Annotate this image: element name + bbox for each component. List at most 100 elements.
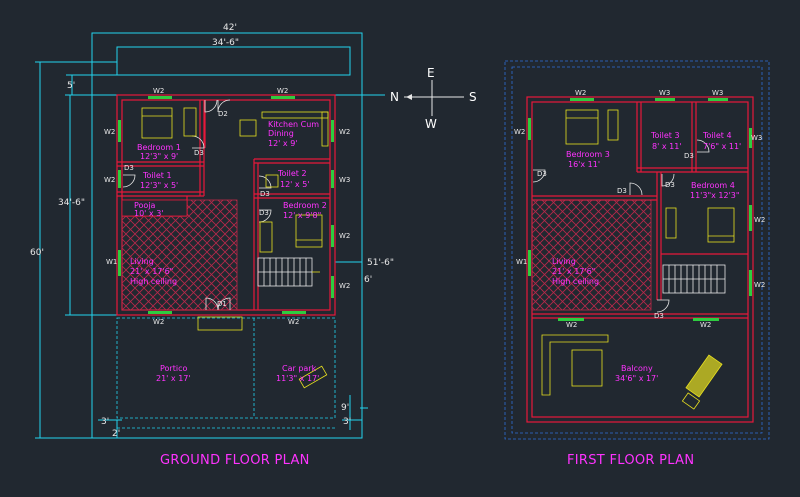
lounge-chair bbox=[685, 354, 723, 398]
tag-w3: W3 bbox=[712, 89, 723, 97]
tag-w2: W2 bbox=[277, 87, 288, 95]
window-w2 bbox=[282, 311, 306, 314]
first-staircase bbox=[662, 264, 726, 294]
first-living-label: Living bbox=[552, 257, 576, 266]
dim-building-width: 34'-6" bbox=[212, 38, 239, 48]
toilet1-size: 12'3" x 5' bbox=[140, 181, 178, 190]
dim-bottom-left-b: 2' bbox=[112, 429, 120, 439]
door-d3 bbox=[258, 175, 272, 189]
kitchen-label-2: Dining bbox=[268, 129, 294, 138]
tag-w1: W1 bbox=[106, 258, 117, 266]
dim-right-offset: 51'-6" bbox=[367, 258, 394, 268]
setback-outline bbox=[116, 46, 351, 76]
bedroom2-label: Bedroom 2 bbox=[283, 201, 327, 210]
living-label: Living bbox=[130, 257, 154, 266]
tag-w2: W2 bbox=[104, 176, 115, 184]
tag-d3: D3 bbox=[684, 152, 694, 160]
pooja-label: Pooja bbox=[134, 201, 156, 210]
bedroom2-size: 12' x 9'8" bbox=[283, 211, 321, 220]
tag-w2: W2 bbox=[104, 128, 115, 136]
toilet2-label: Toilet 2 bbox=[277, 169, 307, 178]
first-plot-outline bbox=[504, 60, 770, 440]
wardrobe bbox=[665, 207, 677, 239]
door-d3 bbox=[656, 299, 670, 313]
tag-d3: D3 bbox=[260, 190, 270, 198]
tag-w2: W2 bbox=[754, 281, 765, 289]
first-living-note: High ceiling bbox=[552, 277, 599, 286]
compass-arrow-icon bbox=[406, 94, 412, 100]
dim-overall-depth: 60' bbox=[30, 248, 44, 258]
window-w2 bbox=[558, 318, 584, 321]
balcony-sofa bbox=[541, 334, 609, 396]
tag-w2: W2 bbox=[339, 282, 350, 290]
toilet1-label: Toilet 1 bbox=[142, 171, 172, 180]
window-w2 bbox=[331, 276, 334, 298]
dim-overall-width: 42' bbox=[223, 23, 237, 33]
tag-w3: W3 bbox=[659, 89, 670, 97]
compass-rose: N E S W bbox=[390, 66, 477, 131]
toilet3-size: 8' x 11' bbox=[652, 142, 682, 151]
dim-bottom-left-a: 3' bbox=[101, 417, 109, 427]
tag-w2: W2 bbox=[575, 89, 586, 97]
window-w3 bbox=[708, 98, 728, 101]
tag-d1: D1 bbox=[217, 300, 227, 308]
ground-outer-wall bbox=[116, 94, 336, 316]
toilet4-size: 7'6" x 11' bbox=[703, 142, 741, 151]
first-doors bbox=[532, 139, 710, 313]
window-w2 bbox=[331, 225, 334, 247]
first-floor-plan: Bedroom 3 16'x 11' Toilet 3 8' x 11' Toi… bbox=[504, 60, 770, 468]
window-w3 bbox=[331, 170, 334, 188]
toilet4-label: Toilet 4 bbox=[702, 131, 732, 140]
wardrobe bbox=[607, 109, 619, 141]
dining-table bbox=[239, 119, 257, 137]
tag-w3: W3 bbox=[339, 176, 350, 184]
ground-floor-title: GROUND FLOOR PLAN bbox=[160, 453, 310, 468]
first-living-hatch bbox=[531, 199, 652, 311]
window-w3 bbox=[655, 98, 675, 101]
compass-west: W bbox=[425, 117, 437, 131]
tag-d3: D3 bbox=[124, 164, 134, 172]
window-w2 bbox=[148, 96, 172, 99]
window-w2 bbox=[118, 120, 121, 142]
ground-tags: W2 W2 W2 W2 W2 W3 W1 W2 W2 W2 W2 D2 D3 D… bbox=[104, 87, 350, 326]
tag-w2: W2 bbox=[339, 128, 350, 136]
compass-east: E bbox=[427, 66, 435, 80]
living-note: High ceiling bbox=[130, 277, 177, 286]
bed-bedroom2 bbox=[295, 214, 323, 248]
balcony-size: 34'6" x 17' bbox=[615, 374, 658, 383]
ground-staircase bbox=[257, 257, 320, 287]
dim-setback-top: 5' bbox=[67, 81, 75, 91]
ground-living-hatch bbox=[121, 199, 238, 311]
tag-w2: W2 bbox=[514, 128, 525, 136]
dim-bottom-right-a: 9' bbox=[341, 403, 349, 413]
ground-dimensions bbox=[35, 32, 385, 439]
window-w2 bbox=[749, 205, 752, 231]
tag-d3: D3 bbox=[617, 187, 627, 195]
dim-bottom-right-b: 3' bbox=[343, 417, 351, 427]
balcony-label: Balcony bbox=[621, 364, 653, 373]
tag-w2: W2 bbox=[288, 318, 299, 326]
window-w3 bbox=[749, 128, 752, 148]
window-w2 bbox=[528, 118, 531, 140]
bedroom4-size: 11'3"x 12'3" bbox=[690, 191, 740, 200]
ground-furniture bbox=[141, 107, 329, 389]
door-d3 bbox=[696, 139, 710, 153]
coffee-table bbox=[571, 349, 603, 387]
ground-floor-plan: Bedroom 1 12'3" x 9' Kitchen Cum Dining … bbox=[30, 23, 394, 468]
kitchen-size: 12' x 9' bbox=[268, 139, 298, 148]
window-w2 bbox=[118, 170, 121, 188]
living-size: 21' x 17'6" bbox=[130, 267, 173, 276]
tag-d3: D3 bbox=[654, 312, 664, 320]
door-d3 bbox=[532, 169, 546, 183]
ground-portico-area bbox=[116, 317, 336, 429]
tag-d3: D3 bbox=[665, 181, 675, 189]
compass-south: S bbox=[469, 90, 477, 104]
tag-d3: D3 bbox=[194, 149, 204, 157]
door-d3 bbox=[629, 182, 643, 196]
bedroom1-label: Bedroom 1 bbox=[137, 143, 181, 152]
first-outer-wall bbox=[526, 96, 754, 423]
car bbox=[298, 365, 328, 389]
bed-bedroom4 bbox=[707, 207, 735, 243]
